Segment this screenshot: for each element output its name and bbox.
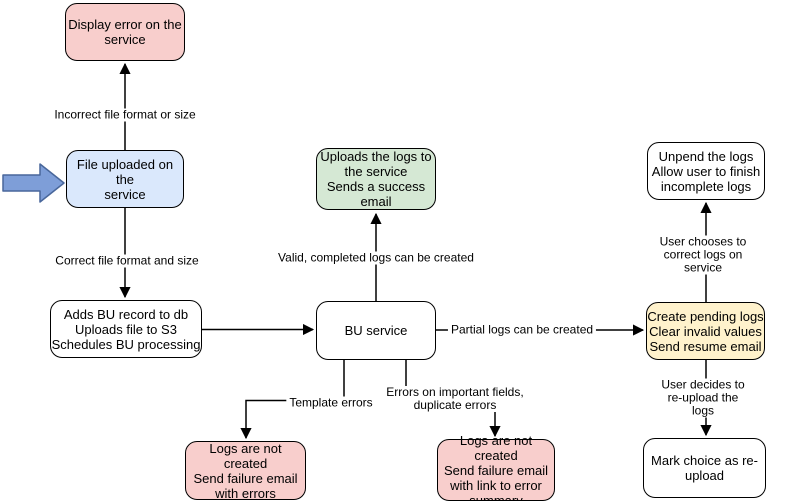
node-mark-reupload: Mark choice as re- upload: [643, 438, 766, 498]
edge-label-template-errors: Template errors: [286, 396, 376, 410]
edge-label-incorrect-format: Incorrect file format or size: [51, 108, 199, 122]
edge-label-user-corrects: User chooses to correct logs on service: [654, 235, 752, 275]
node-unpend-logs: Unpend the logs Allow user to finish inc…: [647, 142, 765, 200]
node-display-error: Display error on the service: [65, 3, 185, 61]
edge-label-partial-logs: Partial logs can be created: [447, 323, 597, 337]
node-logs-not-created-summary: Logs are not created Send failure email …: [437, 433, 555, 501]
edge-label-field-errors: Errors on important fields, duplicate er…: [383, 386, 527, 412]
node-adds-bu-record: Adds BU record to db Uploads file to S3 …: [50, 300, 202, 358]
edge-label-valid-logs: Valid, completed logs can be created: [275, 251, 477, 265]
node-create-pending-logs: Create pending logs Clear invalid values…: [646, 302, 765, 360]
start-arrow-icon: [2, 163, 65, 203]
edge-label-correct-format: Correct file format and size: [52, 254, 202, 268]
node-logs-not-created-errors: Logs are not created Send failure email …: [185, 441, 306, 501]
node-file-uploaded: File uploaded on the service: [66, 150, 184, 208]
node-uploads-logs-success: Uploads the logs to the service Sends a …: [316, 148, 436, 210]
edge-label-user-reuploads: User decides to re-upload the logs: [654, 378, 752, 418]
node-bu-service: BU service: [316, 301, 436, 360]
